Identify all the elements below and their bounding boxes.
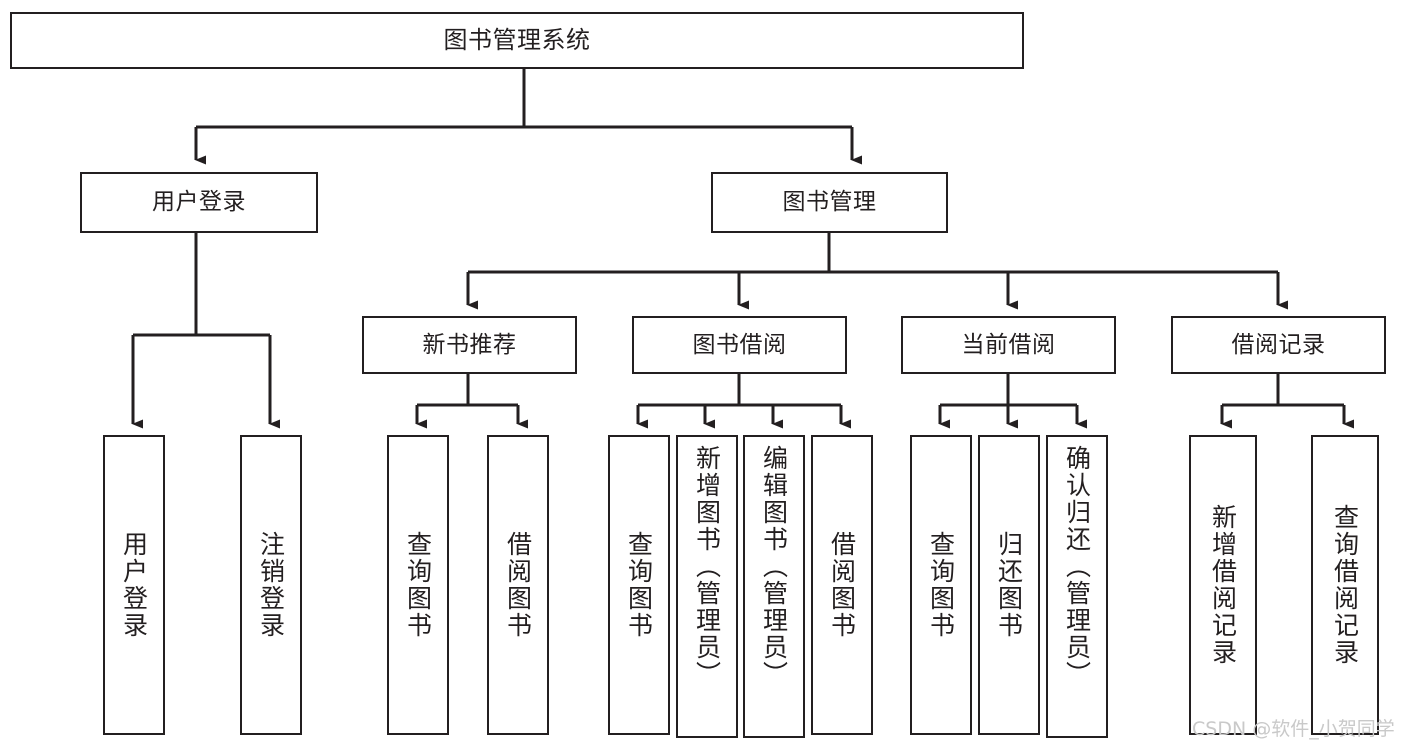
leaf-user-login[interactable]: 用户登录 [103, 435, 165, 735]
node-book-borrowing[interactable]: 图书借阅 [632, 316, 847, 374]
watermark-text: CSDN @软件_小贺同学 [1192, 718, 1395, 740]
leaf-logout[interactable]: 注销登录 [240, 435, 302, 735]
leaf-query-book-current[interactable]: 查询图书 [910, 435, 972, 735]
node-label: 查询图书 [926, 531, 956, 639]
node-label: 编辑图书（管理员） [759, 445, 789, 688]
node-label: 新增图书（管理员） [692, 445, 722, 688]
leaf-borrow-book-recommend[interactable]: 借阅图书 [487, 435, 549, 735]
leaf-query-borrow-record[interactable]: 查询借阅记录 [1311, 435, 1379, 735]
leaf-add-borrow-record[interactable]: 新增借阅记录 [1189, 435, 1257, 735]
leaf-add-book-admin[interactable]: 新增图书（管理员） [676, 435, 738, 738]
node-root-book-management-system[interactable]: 图书管理系统 [10, 12, 1024, 69]
node-label: 查询图书 [403, 531, 433, 639]
node-label: 归还图书 [994, 531, 1024, 639]
leaf-query-book-recommend[interactable]: 查询图书 [387, 435, 449, 735]
node-label: 借阅图书 [827, 531, 857, 639]
node-label: 图书管理 [782, 189, 877, 216]
node-label: 注销登录 [256, 531, 286, 639]
node-label: 图书管理系统 [443, 25, 591, 54]
node-label: 用户登录 [152, 189, 246, 216]
node-label: 新增借阅记录 [1208, 504, 1238, 666]
node-label: 新书推荐 [422, 331, 517, 358]
node-book-management[interactable]: 图书管理 [711, 172, 948, 233]
node-user-login[interactable]: 用户登录 [80, 172, 318, 233]
leaf-borrow-book[interactable]: 借阅图书 [811, 435, 873, 735]
node-label: 查询图书 [624, 531, 654, 639]
node-label: 当前借阅 [961, 331, 1056, 358]
leaf-confirm-return-admin[interactable]: 确认归还（管理员） [1046, 435, 1108, 738]
node-borrowing-record[interactable]: 借阅记录 [1171, 316, 1386, 374]
node-label: 借阅记录 [1231, 331, 1326, 358]
node-label: 图书借阅 [692, 331, 787, 358]
leaf-edit-book-admin[interactable]: 编辑图书（管理员） [743, 435, 805, 738]
leaf-return-book[interactable]: 归还图书 [978, 435, 1040, 735]
node-label: 借阅图书 [503, 531, 533, 639]
node-label: 确认归还（管理员） [1062, 445, 1092, 688]
node-label: 查询借阅记录 [1330, 504, 1360, 666]
node-label: 用户登录 [119, 531, 149, 639]
node-current-borrowing[interactable]: 当前借阅 [901, 316, 1116, 374]
node-new-book-recommendation[interactable]: 新书推荐 [362, 316, 577, 374]
leaf-query-book-borrow[interactable]: 查询图书 [608, 435, 670, 735]
